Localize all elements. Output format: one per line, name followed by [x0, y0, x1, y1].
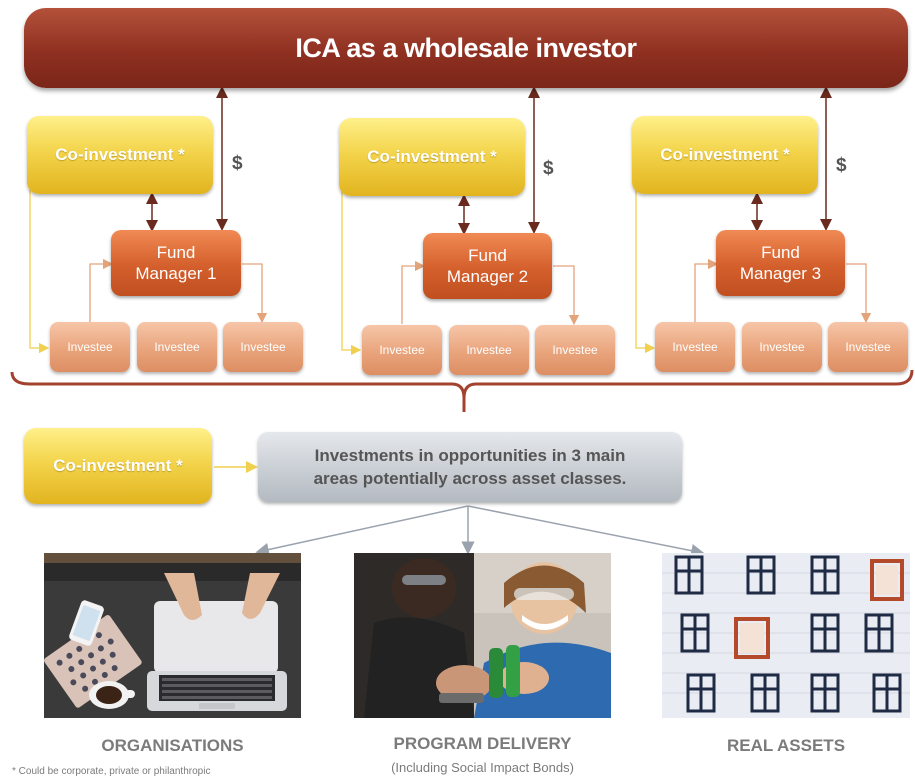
- fm3-in-arrow: [694, 258, 719, 322]
- coinv3-investee-arrow: [635, 190, 656, 354]
- summary-line1: Investments in opportunities in 3 main: [314, 446, 626, 465]
- program-delivery-photo: [354, 553, 611, 718]
- grouping-brace: [10, 369, 914, 412]
- investee-3-3: Investee: [828, 322, 908, 372]
- investee-3-2: Investee: [742, 322, 822, 372]
- fund-manager-3-line1: Fund: [761, 243, 800, 262]
- dollar-label-3: $: [836, 155, 847, 176]
- co-investment-box-2: Co-investment *: [339, 118, 525, 196]
- category-real-assets: REAL ASSETS: [726, 736, 846, 755]
- fund-manager-1-line1: Fund: [156, 243, 196, 262]
- footnote: * Could be corporate, private or philant…: [12, 766, 211, 777]
- fund-manager-3-line2: Manager 3: [739, 264, 822, 283]
- investee-1-2: Investee: [137, 322, 217, 372]
- investee-2-1: Investee: [362, 325, 442, 375]
- fm1-in-arrow: [89, 258, 114, 322]
- investee-3-1: Investee: [655, 322, 735, 372]
- dollar-label-2: $: [543, 158, 554, 179]
- fund-manager-2-line2: Manager 2: [446, 267, 529, 286]
- dollar-label-1: $: [232, 153, 243, 174]
- investments-summary-box: Investments in opportunities in 3 main ar…: [258, 432, 682, 502]
- organisations-photo: [44, 553, 301, 718]
- fm2-out-arrow: [553, 265, 580, 326]
- fund-manager-1-line2: Manager 1: [135, 264, 217, 283]
- investee-2-2: Investee: [449, 325, 529, 375]
- central-org-arrow: [255, 505, 469, 557]
- investee-2-3: Investee: [535, 325, 615, 375]
- fm1-out-arrow: [242, 263, 268, 324]
- fm2-in-arrow: [401, 260, 426, 324]
- investee-1-1: Investee: [50, 322, 130, 372]
- central-assets-arrow: [467, 505, 705, 558]
- co-investment-box-main: Co-investment *: [24, 428, 212, 504]
- coinv2-investee-arrow: [341, 190, 362, 356]
- investee-1-3: Investee: [223, 322, 303, 372]
- summary-line2: areas potentially across asset classes.: [313, 469, 627, 488]
- fund-manager-2-line1: Fund: [468, 246, 507, 265]
- category-organisations: ORGANISATIONS: [101, 736, 244, 755]
- fm3-out-arrow: [846, 263, 872, 324]
- co-investment-box-1: Co-investment *: [27, 116, 213, 194]
- category-program-delivery: PROGRAM DELIVERY: [393, 734, 572, 753]
- co-investment-box-3: Co-investment *: [632, 116, 818, 194]
- ica-banner: ICA as a wholesale investor: [24, 8, 908, 88]
- real-assets-photo: [662, 553, 910, 718]
- category-program-delivery-sublabel: (Including Social Impact Bonds): [391, 760, 574, 775]
- coinv1-investee-arrow: [29, 190, 50, 354]
